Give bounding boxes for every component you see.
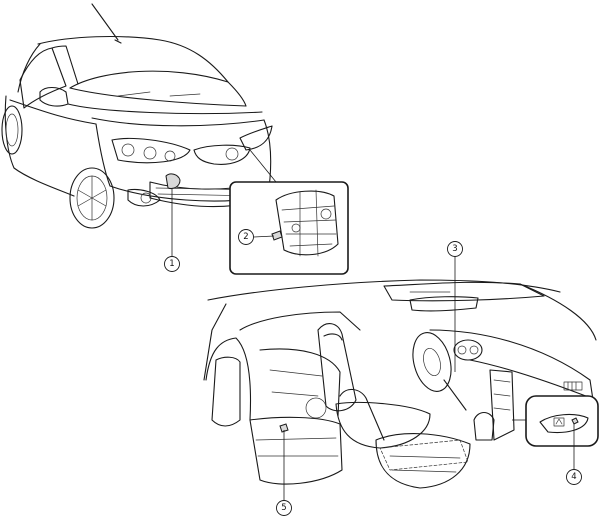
callout-2: 2 [238, 229, 275, 245]
callout-1-label: 1 [169, 259, 174, 269]
engine-inset-panel [229, 149, 349, 275]
car-exterior-illustration [1, 3, 273, 229]
engine-illustration [271, 189, 339, 257]
switch-inset-panel [512, 395, 599, 447]
car-interior-illustration [203, 279, 597, 489]
callout-1: 1 [164, 188, 180, 272]
callout-5-label: 5 [281, 503, 286, 513]
callout-5: 5 [276, 430, 292, 516]
callout-4-label: 4 [571, 472, 576, 482]
callout-4: 4 [566, 424, 582, 485]
callout-2-label: 2 [243, 232, 248, 242]
callout-3-label: 3 [452, 244, 457, 254]
callout-3: 3 [447, 241, 463, 372]
